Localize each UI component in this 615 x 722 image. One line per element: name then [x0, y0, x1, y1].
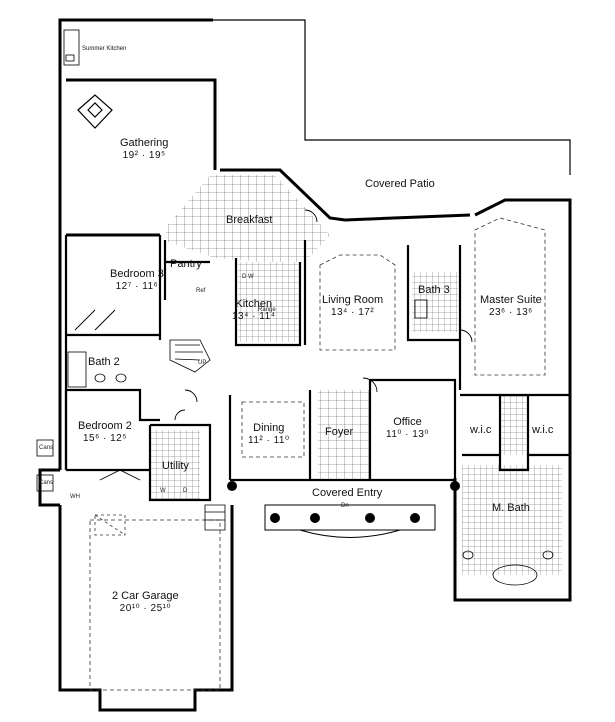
bedroom3-label: Bedroom 3 12⁷ · 11⁶	[110, 268, 164, 292]
foyer-label: Foyer	[325, 426, 354, 438]
tile-floors	[150, 175, 562, 575]
pantry-label: Pantry	[170, 258, 202, 270]
ref-label: Ref	[196, 288, 206, 294]
column	[270, 513, 280, 523]
mbath-tile	[462, 465, 562, 575]
garage-detail	[94, 514, 126, 536]
utility-tile	[150, 430, 200, 500]
columns	[227, 481, 460, 523]
breakfast-label: Breakfast	[226, 214, 273, 226]
summer-kitchen-fixtures	[63, 29, 80, 66]
doors	[74, 209, 473, 481]
wh-label: WH	[70, 494, 80, 500]
bath3-tile	[412, 272, 458, 332]
cans-label-1: Cans	[39, 445, 54, 451]
dining-label: Dining 11² · 11⁰	[248, 422, 290, 446]
dn-label: Dn	[341, 503, 349, 509]
stairs	[169, 339, 226, 531]
bath3-label: Bath 3	[418, 284, 450, 296]
interior-walls	[64, 235, 570, 502]
living-room-label: Living Room 13⁴ · 17²	[322, 294, 384, 318]
range-label: Range	[258, 307, 276, 313]
column	[365, 513, 375, 523]
covered-entry-outline	[264, 504, 436, 538]
gathering-label: Gathering 19² · 19⁵	[120, 137, 169, 161]
ceiling-outlines	[89, 217, 546, 691]
m-bath-label: M. Bath	[492, 502, 530, 514]
column	[450, 481, 460, 491]
bedroom2-label: Bedroom 2 15⁶ · 12⁵	[78, 420, 132, 444]
covered-patio-label: Covered Patio	[365, 178, 435, 190]
foyer-tile	[318, 390, 370, 480]
breakfast-tile	[165, 175, 330, 262]
wic-left-label: w.i.c	[470, 424, 492, 436]
covered-entry-label: Covered Entry	[312, 487, 383, 499]
cans-label-2: Cans	[39, 480, 54, 486]
column	[227, 481, 237, 491]
utility-label: Utility	[162, 460, 189, 472]
kitchen-tile	[238, 262, 300, 342]
ac-units	[36, 439, 54, 492]
walls	[38, 18, 572, 712]
wic-right-label: w.i.c	[532, 424, 554, 436]
office-label: Office 11⁰ · 13⁰	[386, 416, 429, 440]
summer-kitchen-label: Summer Kitchen	[82, 46, 127, 52]
wic-tile	[500, 395, 528, 455]
bath2-label: Bath 2	[88, 356, 120, 368]
column	[310, 513, 320, 523]
master-suite-label: Master Suite 23⁶ · 13⁶	[480, 294, 542, 318]
column	[410, 513, 420, 523]
fireplace-icon	[77, 94, 113, 129]
up-label: UP	[198, 360, 207, 366]
dishwasher-label: D W	[242, 274, 254, 280]
dryer-label: D	[183, 488, 188, 494]
kitchen-label: Kitchen 13⁴ · 11⁴	[232, 298, 276, 322]
garage-label: 2 Car Garage 20¹⁰ · 25¹⁰	[112, 590, 179, 614]
washer-label: W	[160, 488, 166, 494]
bath-fixtures	[67, 299, 554, 586]
